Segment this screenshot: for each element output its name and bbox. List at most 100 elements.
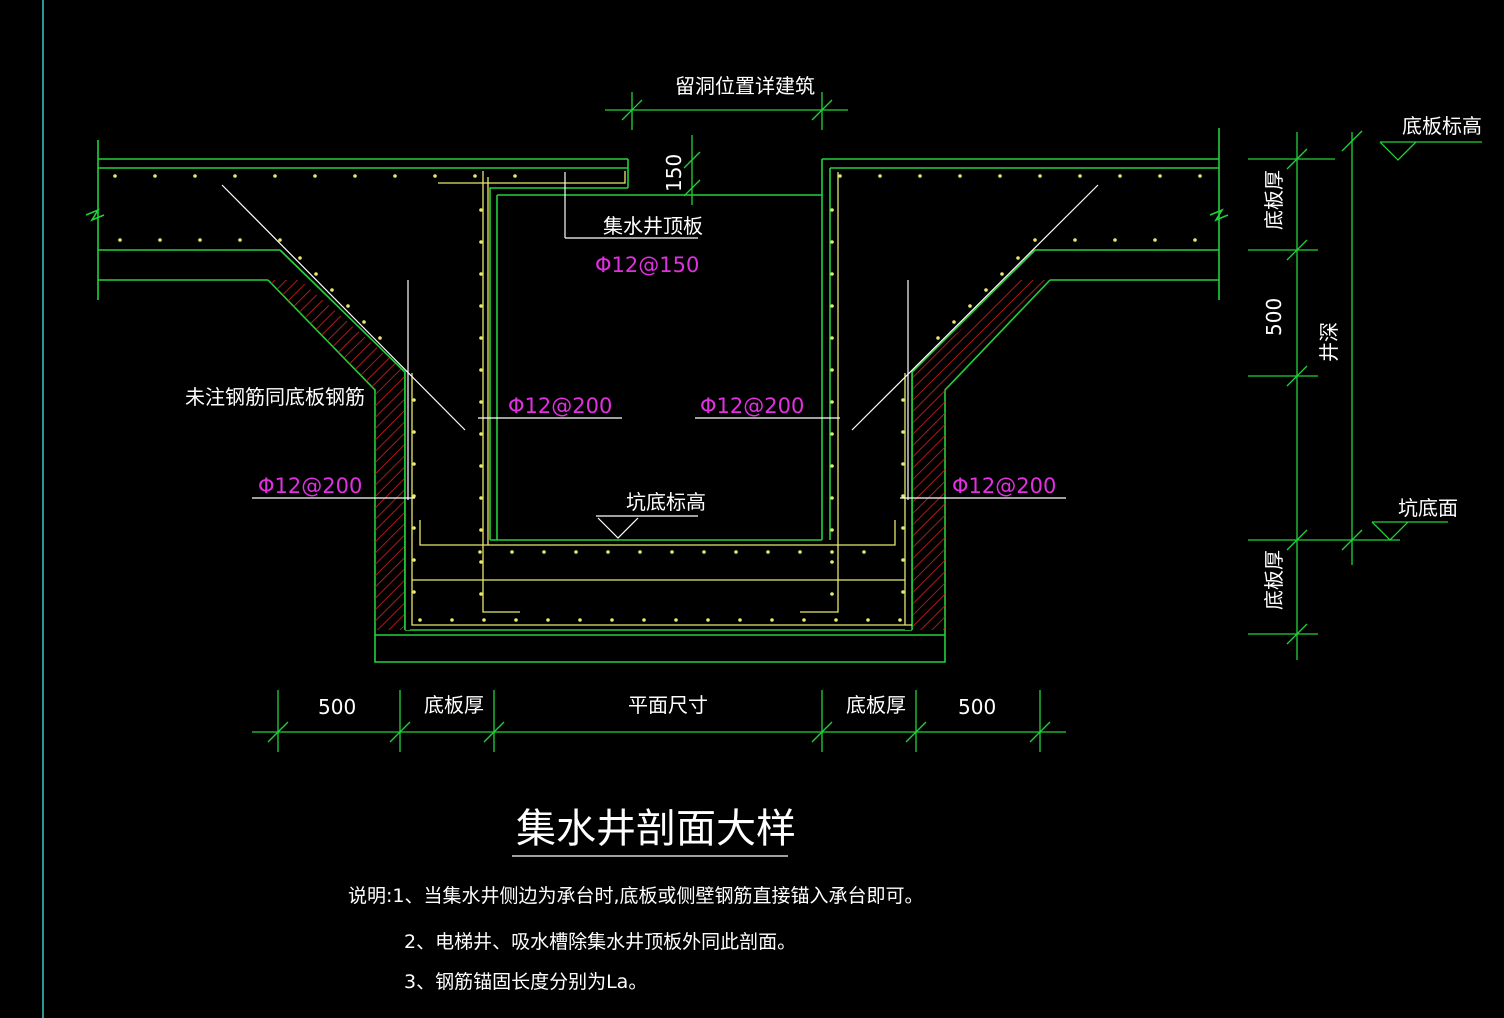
rebar-dot	[766, 550, 770, 554]
rebar-dot	[830, 592, 834, 596]
rebar-dot	[830, 528, 834, 532]
rebar-dot	[958, 174, 962, 178]
rebar-dot	[1153, 238, 1157, 242]
rebar-dot	[510, 550, 514, 554]
rebar-dot	[412, 430, 416, 434]
rebar-dot	[606, 550, 610, 554]
rebar-dot	[378, 336, 382, 340]
rebar-dots	[113, 174, 1202, 622]
rebar-dot	[412, 558, 416, 562]
rebar-dot	[901, 398, 905, 402]
spec-wall-left-label: Φ12@200	[258, 474, 362, 498]
rebar-dot	[479, 336, 483, 340]
rebar-dot	[578, 618, 582, 622]
rebar-dot	[278, 238, 282, 242]
note-2: 2、电梯井、吸水槽除集水井顶板外同此剖面。	[404, 931, 796, 953]
slab-thk-right-top-label: 底板厚	[1262, 170, 1286, 230]
drawing-title: 集水井剖面大样	[516, 806, 796, 852]
rebar-dot	[1118, 174, 1122, 178]
rebar-dot	[1016, 256, 1020, 260]
rebar-dot	[1198, 174, 1202, 178]
dim-bottom-500-left: 500	[318, 695, 356, 719]
rebar-dot	[479, 240, 483, 244]
rebar-dot	[153, 174, 157, 178]
rebar-dot	[450, 618, 454, 622]
rebar-dot	[412, 398, 416, 402]
rebar-dot	[952, 320, 956, 324]
rebar-dot	[830, 464, 834, 468]
rebar-dot	[514, 618, 518, 622]
slab-elev-label: 底板标高	[1402, 114, 1482, 138]
rebar-dot	[362, 320, 366, 324]
rebar-dot	[273, 174, 277, 178]
rebar-dot	[198, 238, 202, 242]
rebar-dot	[830, 336, 834, 340]
leader-lines	[221, 172, 1099, 539]
dim-bottom-plan: 平面尺寸	[628, 693, 708, 717]
rebar-dot	[901, 526, 905, 530]
unmarked-note-label: 未注钢筋同底板钢筋	[185, 385, 365, 409]
hatch-left	[268, 280, 405, 630]
dimension-lines	[252, 92, 1482, 752]
rebar-dot	[830, 496, 834, 500]
rebar-dot	[1033, 238, 1037, 242]
rebar-dot	[412, 526, 416, 530]
rebar-dot	[830, 432, 834, 436]
rebar-dot	[901, 462, 905, 466]
rebar-dot	[830, 304, 834, 308]
rebar-dot	[798, 550, 802, 554]
rebar-dot	[936, 336, 940, 340]
rebar-dot	[1073, 238, 1077, 242]
rebar-dot	[830, 272, 834, 276]
rebar-dot	[642, 618, 646, 622]
dim-bottom-thk-right: 底板厚	[846, 693, 906, 717]
hatch-right	[912, 280, 1050, 630]
dim-150-label: 150	[662, 154, 686, 192]
rebar-dot	[412, 494, 416, 498]
spec-inner-right-label: Φ12@200	[700, 394, 804, 418]
rebar-dot	[918, 174, 922, 178]
rebar-dot	[984, 288, 988, 292]
rebar-dot	[901, 590, 905, 594]
rebar-dot	[830, 240, 834, 244]
rebar-dot	[479, 400, 483, 404]
rebar-dot	[878, 174, 882, 178]
rebar-dot	[830, 368, 834, 372]
rebar-dot	[830, 208, 834, 212]
rebar-dot	[802, 618, 806, 622]
dim-500-right-label: 500	[1262, 298, 1286, 336]
slab-thk-right-bottom-label: 底板厚	[1262, 550, 1286, 610]
rebar-dot	[901, 558, 905, 562]
rebar-dot	[353, 174, 357, 178]
rebar-dot	[738, 618, 742, 622]
rebar-dot	[830, 560, 834, 564]
rebar-dot	[330, 288, 334, 292]
top-plate-spec-label: Φ12@150	[595, 253, 699, 277]
rebar-dot	[418, 618, 422, 622]
rebar-dot	[238, 238, 242, 242]
rebar-dot	[479, 496, 483, 500]
rebar-dot	[412, 462, 416, 466]
rebar-dot	[479, 464, 483, 468]
rebar-dot	[473, 174, 477, 178]
rebar-dot	[830, 550, 834, 554]
rebar-dot	[834, 618, 838, 622]
rebar-dot	[546, 618, 550, 622]
rebar-dot	[1000, 272, 1004, 276]
rebar-dot	[479, 528, 483, 532]
rebar-dot	[113, 174, 117, 178]
rebar-dot	[513, 174, 517, 178]
rebar-dot	[574, 550, 578, 554]
rebar-dot	[479, 208, 483, 212]
rebar-dot	[674, 618, 678, 622]
note-1: 说明:1、当集水井侧边为承台时,底板或侧壁钢筋直接锚入承台即可。	[348, 885, 924, 907]
rebar-dot	[118, 238, 122, 242]
rebar-dot	[1038, 174, 1042, 178]
hole-note-label: 留洞位置详建筑	[675, 74, 815, 98]
rebar-dot	[433, 174, 437, 178]
rebar-dot	[1078, 174, 1082, 178]
rebar-dot	[193, 174, 197, 178]
rebar-dot	[830, 400, 834, 404]
rebar-dot	[479, 304, 483, 308]
